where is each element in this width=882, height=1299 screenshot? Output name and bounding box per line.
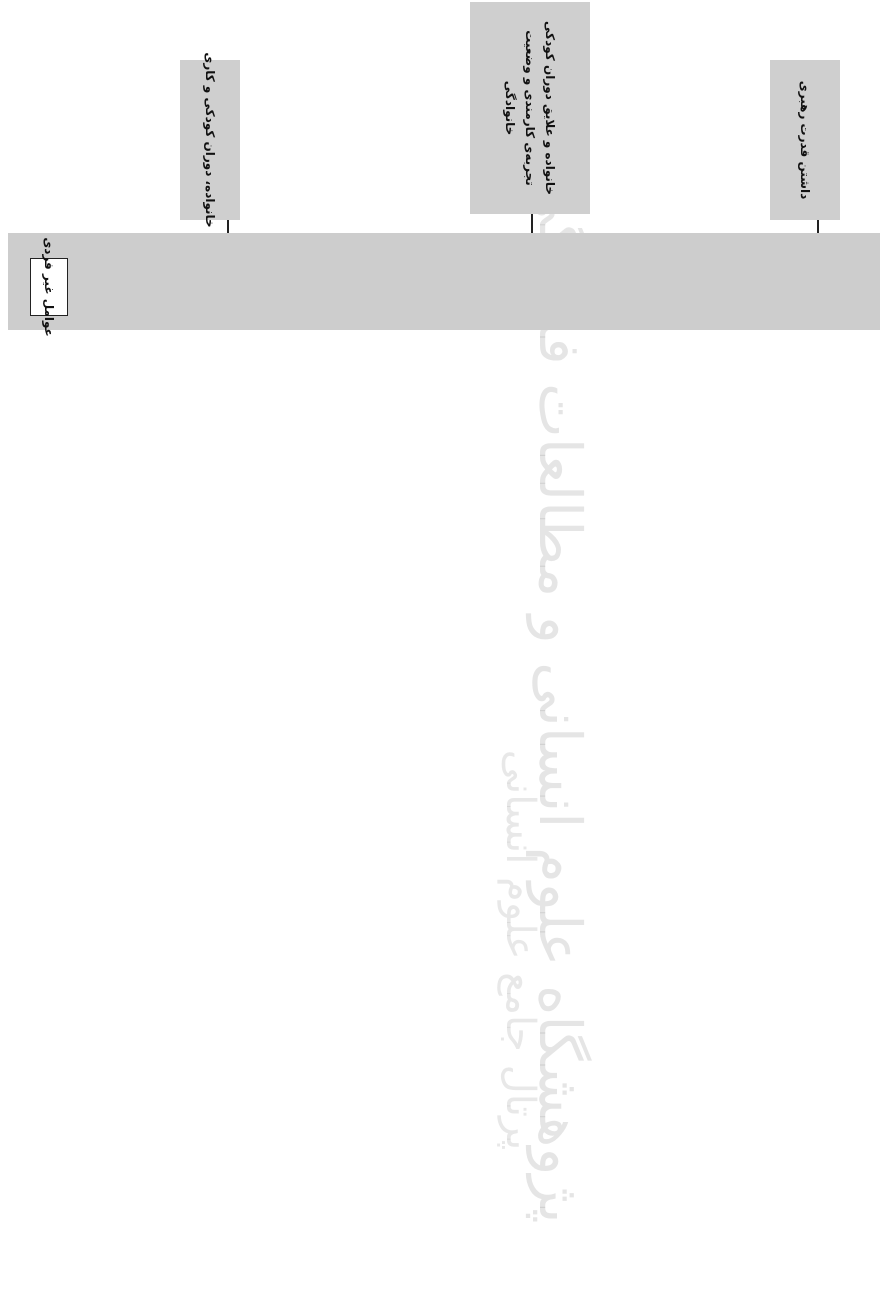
box-family-experience: خانواده و علایق دوران کودکی تجربه‌ی کارم… — [470, 2, 590, 214]
box-leadership-power: داشتن قدرت رهبری — [770, 60, 840, 220]
box-family-childhood-work: خانواده، دوران کودکی و کاری — [180, 52, 240, 228]
box-family-experience-label: خانواده و علایق دوران کودکی تجربه‌ی کارم… — [503, 21, 557, 195]
non-individual-factors-title: عوامل غیر فردی — [30, 237, 68, 337]
box-family-childhood-work-label: خانواده، دوران کودکی و کاری — [203, 52, 217, 228]
box-leadership-power-label: داشتن قدرت رهبری — [798, 80, 812, 200]
factors-panel-bg-49 — [8, 233, 880, 330]
